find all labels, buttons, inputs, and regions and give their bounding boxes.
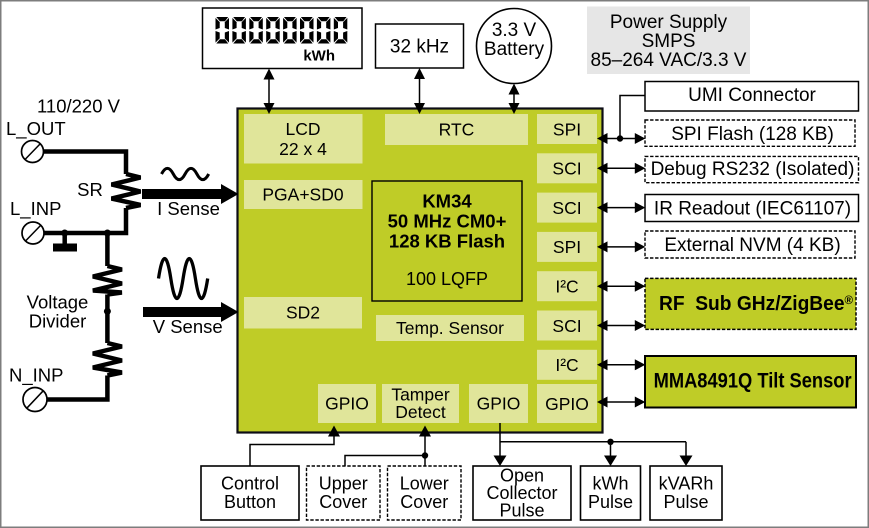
svg-text:V Sense: V Sense xyxy=(153,316,223,337)
svg-text:RTC: RTC xyxy=(439,120,475,140)
svg-text:GPIO: GPIO xyxy=(325,394,369,414)
svg-text:kWh: kWh xyxy=(593,474,629,494)
svg-text:Temp. Sensor: Temp. Sensor xyxy=(396,318,504,338)
svg-text:KM34: KM34 xyxy=(422,191,472,212)
svg-text:Open: Open xyxy=(500,465,544,485)
svg-text:GPIO: GPIO xyxy=(545,394,589,414)
svg-text:SCI: SCI xyxy=(552,159,581,179)
svg-text:3.3 V: 3.3 V xyxy=(492,20,537,41)
svg-text:Pulse: Pulse xyxy=(663,492,708,512)
svg-text:85–264 VAC/3.3 V: 85–264 VAC/3.3 V xyxy=(591,50,747,71)
svg-text:SCI: SCI xyxy=(552,198,581,218)
svg-text:SPI: SPI xyxy=(553,237,581,257)
svg-text:IR Readout (IEC61107): IR Readout (IEC61107) xyxy=(654,199,851,220)
svg-text:Lower: Lower xyxy=(400,474,449,494)
svg-text:L_INP: L_INP xyxy=(10,198,61,220)
svg-text:kWh: kWh xyxy=(303,48,335,65)
svg-text:kVARh: kVARh xyxy=(659,474,714,494)
svg-text:PGA+SD0: PGA+SD0 xyxy=(262,185,343,205)
svg-text:Pulse: Pulse xyxy=(588,492,633,512)
svg-text:N_INP: N_INP xyxy=(9,365,64,387)
svg-text:SPI Flash (128 KB): SPI Flash (128 KB) xyxy=(671,124,834,145)
svg-text:Control: Control xyxy=(221,474,279,494)
svg-text:SMPS: SMPS xyxy=(642,31,696,52)
svg-text:Cover: Cover xyxy=(319,492,367,512)
svg-text:Collector: Collector xyxy=(486,483,557,503)
svg-text:100 LQFP: 100 LQFP xyxy=(406,269,488,289)
svg-text:Detect: Detect xyxy=(395,402,446,422)
svg-text:SPI: SPI xyxy=(553,119,581,139)
svg-text:I²C: I²C xyxy=(555,355,578,375)
svg-text:Tamper: Tamper xyxy=(391,385,450,405)
svg-text:Button: Button xyxy=(224,492,276,512)
svg-text:I Sense: I Sense xyxy=(157,198,220,219)
svg-text:Upper: Upper xyxy=(319,474,368,494)
svg-text:110/220 V: 110/220 V xyxy=(37,96,121,117)
svg-text:LCD: LCD xyxy=(285,119,320,139)
svg-text:MMA8491Q Tilt Sensor: MMA8491Q Tilt Sensor xyxy=(654,370,852,393)
svg-text:Voltage: Voltage xyxy=(27,292,89,313)
svg-text:UMI Connector: UMI Connector xyxy=(688,85,816,106)
svg-text:Divider: Divider xyxy=(29,311,87,332)
svg-text:32 kHz: 32 kHz xyxy=(390,37,449,58)
svg-text:SD2: SD2 xyxy=(286,303,320,323)
svg-text:Power Supply: Power Supply xyxy=(610,12,728,33)
svg-text:External NVM (4 KB): External NVM (4 KB) xyxy=(664,235,840,256)
svg-text:SR: SR xyxy=(77,179,103,200)
svg-text:I²C: I²C xyxy=(555,277,578,297)
svg-text:Debug RS232 (Isolated): Debug RS232 (Isolated) xyxy=(651,159,855,180)
svg-text:50 MHz CM0+: 50 MHz CM0+ xyxy=(388,211,507,232)
svg-text:Pulse: Pulse xyxy=(499,501,544,521)
svg-text:128 KB Flash: 128 KB Flash xyxy=(389,231,505,252)
svg-text:Battery: Battery xyxy=(484,39,545,60)
svg-text:GPIO: GPIO xyxy=(477,394,521,414)
svg-text:RF Sub GHz/ZigBee®: RF Sub GHz/ZigBee® xyxy=(659,293,853,315)
svg-text:22 x 4: 22 x 4 xyxy=(279,139,327,159)
svg-text:L_OUT: L_OUT xyxy=(6,118,66,140)
svg-text:Cover: Cover xyxy=(400,492,448,512)
svg-text:SCI: SCI xyxy=(552,316,581,336)
